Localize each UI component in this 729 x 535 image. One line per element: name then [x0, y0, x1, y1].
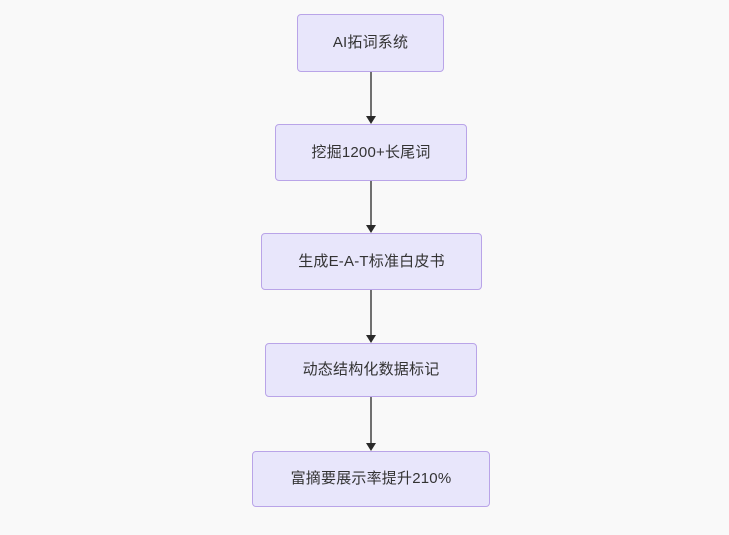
arrowhead-icon-3: [366, 443, 376, 451]
flow-node-label: 富摘要展示率提升210%: [290, 470, 452, 488]
edge-connector-2: [370, 290, 372, 335]
flow-node-mine-longtail-keywords[interactable]: 挖掘1200+长尾词: [275, 124, 467, 181]
edge-connector-3: [370, 397, 372, 443]
arrowhead-icon-1: [366, 225, 376, 233]
flow-node-label: 挖掘1200+长尾词: [311, 143, 431, 161]
flow-node-label: 动态结构化数据标记: [302, 361, 440, 379]
flow-node-dynamic-structured-data-markup[interactable]: 动态结构化数据标记: [265, 343, 477, 397]
flow-node-rich-snippet-impression-lift[interactable]: 富摘要展示率提升210%: [252, 451, 490, 507]
arrowhead-icon-2: [366, 335, 376, 343]
edge-connector-1: [370, 181, 372, 225]
flow-node-label: 生成E-A-T标准白皮书: [298, 252, 445, 270]
edge-connector-0: [370, 72, 372, 116]
flow-node-generate-eat-whitepaper[interactable]: 生成E-A-T标准白皮书: [261, 233, 482, 290]
flow-node-ai-keyword-system[interactable]: AI拓词系统: [297, 14, 444, 72]
flow-node-label: AI拓词系统: [332, 34, 409, 52]
arrowhead-icon-0: [366, 116, 376, 124]
